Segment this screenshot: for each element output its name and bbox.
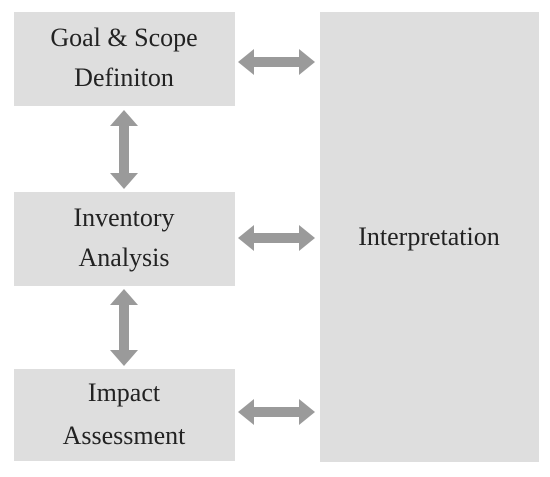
inventory-analysis-label-line2: Analysis xyxy=(79,243,170,272)
goal-scope-label-line1: Goal & Scope xyxy=(50,23,197,52)
impact-assessment-label-line1: Impact xyxy=(88,378,161,407)
interpretation-label: Interpretation xyxy=(358,222,500,251)
inventory-impact-arrow xyxy=(110,289,138,366)
inventory-analysis-label-line1: Inventory xyxy=(73,203,174,232)
inventory-interpretation-arrow xyxy=(238,225,315,251)
interpretation-box xyxy=(320,12,539,462)
goal-interpretation-arrow xyxy=(238,49,315,75)
goal-scope-box xyxy=(14,12,235,106)
impact-assessment-label-line2: Assessment xyxy=(63,421,187,450)
impact-assessment-box xyxy=(14,369,235,461)
impact-interpretation-arrow xyxy=(238,399,315,425)
goal-inventory-arrow xyxy=(110,110,138,189)
inventory-analysis-box xyxy=(14,192,235,286)
goal-scope-label-line2: Definiton xyxy=(74,63,174,92)
